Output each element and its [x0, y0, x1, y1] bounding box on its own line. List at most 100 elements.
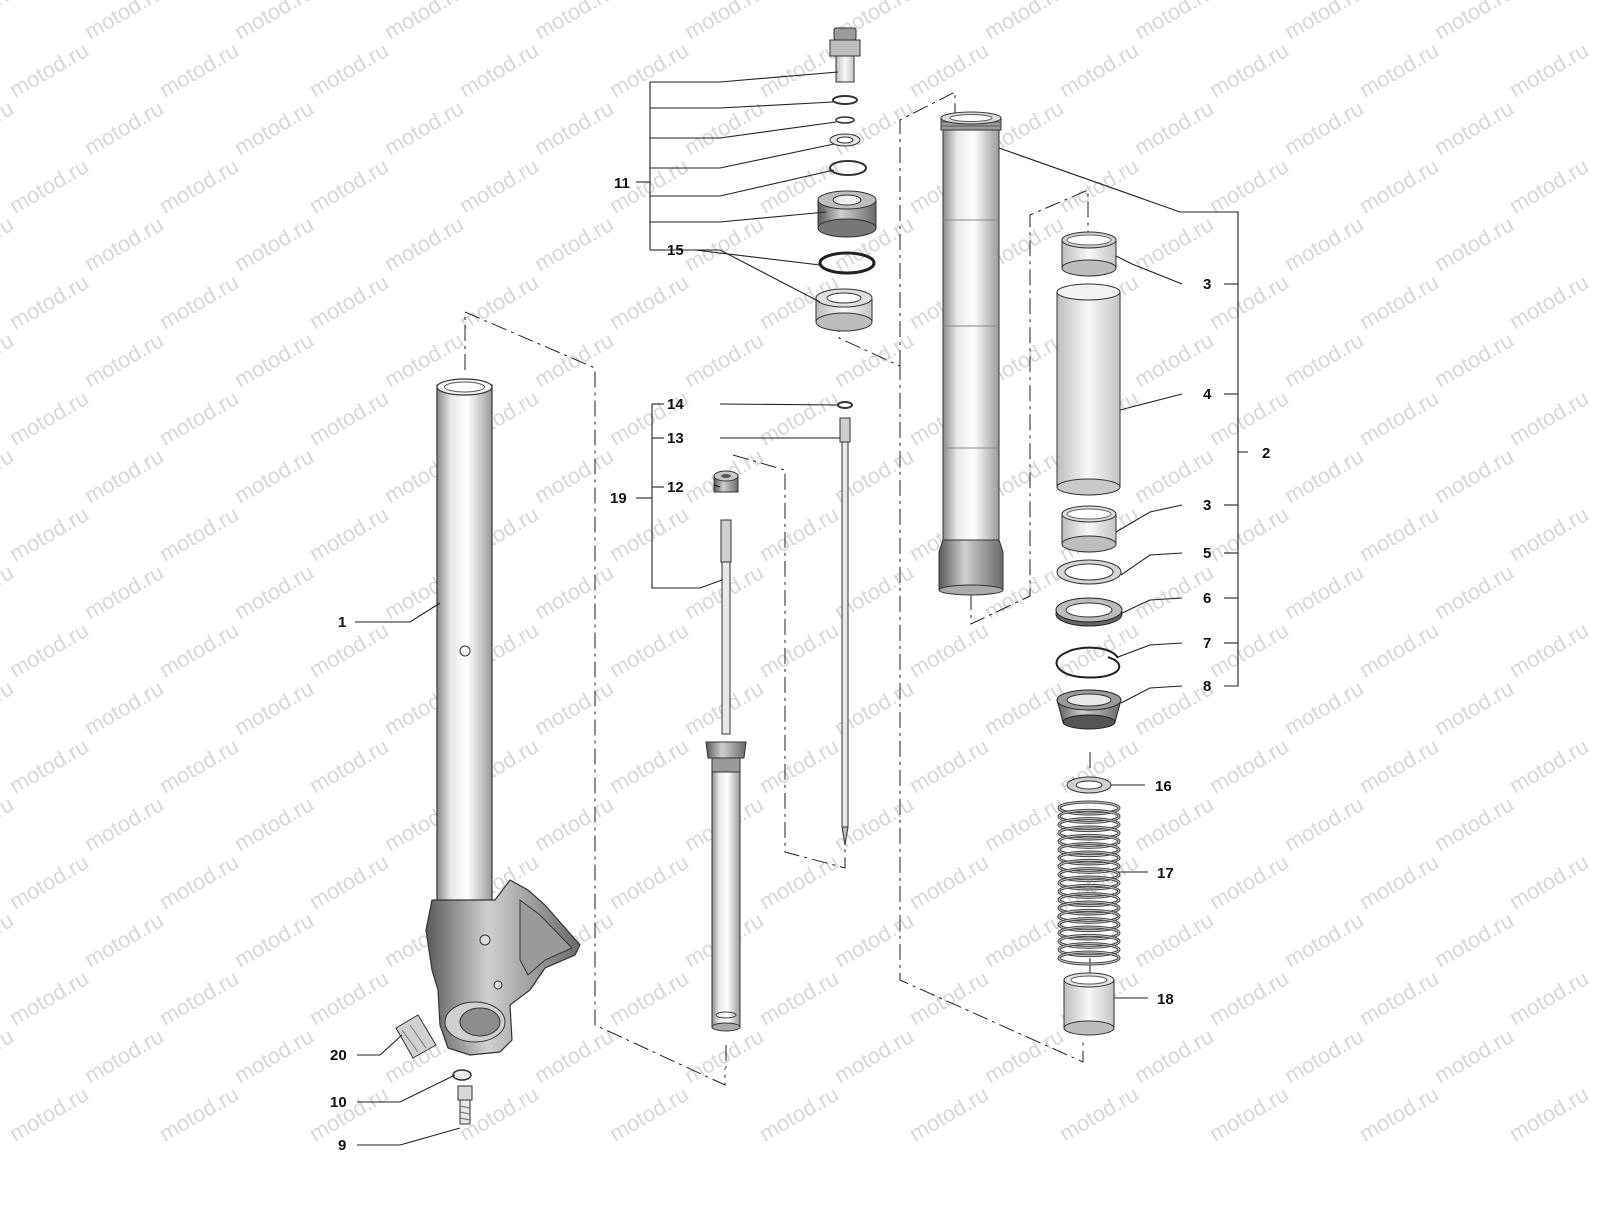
- watermark-text: motod.ru: [155, 385, 243, 450]
- part-8-dust-seal: [1056, 689, 1122, 730]
- watermark-text: motod.ru: [230, 211, 318, 276]
- label-16: 16: [1155, 778, 1172, 795]
- watermark-text: motod.ru: [305, 269, 393, 334]
- watermark-text: motod.ru: [530, 443, 618, 508]
- part-11-cap-assembly: [817, 27, 877, 238]
- watermark-text: motod.ru: [1505, 617, 1593, 682]
- watermark-text: motod.ru: [1130, 791, 1218, 856]
- watermark-text: motod.ru: [455, 37, 543, 102]
- watermark-text: motod.ru: [230, 675, 318, 740]
- watermark-text: motod.ru: [755, 965, 843, 1030]
- watermark-text: motod.ru: [1280, 95, 1368, 160]
- watermark-text: motod.ru: [80, 559, 168, 624]
- watermark-text: motod.ru: [755, 385, 843, 450]
- assembly-guide-lines: [464, 91, 1091, 1086]
- part-2-outer-tube: [938, 111, 1004, 596]
- watermark-text: motod.ru: [830, 327, 918, 392]
- spring-coil-highlight: [1058, 801, 1120, 815]
- part-3-lower-bushing: [1061, 505, 1117, 553]
- watermark-text: motod.ru: [755, 849, 843, 914]
- watermark-text: motod.ru: [305, 37, 393, 102]
- watermark-text: motod.ru: [1055, 37, 1143, 102]
- label-14: 14: [667, 396, 684, 413]
- watermark-text: motod.ru: [1430, 327, 1518, 392]
- watermark-text: motod.ru: [755, 501, 843, 566]
- watermark-text: motod.ru: [1280, 791, 1368, 856]
- watermark-text: motod.ru: [5, 617, 93, 682]
- watermark-text: motod.ru: [755, 1081, 843, 1146]
- watermark-text: motod.ru: [1205, 37, 1293, 102]
- watermark-text: motod.ru: [1430, 443, 1518, 508]
- watermark-text: motod.ru: [1130, 1023, 1218, 1088]
- watermark-text: motod.ru: [905, 1081, 993, 1146]
- label-8: 8: [1203, 678, 1211, 695]
- part-19-cartridge: [705, 519, 747, 1032]
- watermark-text: motod.ru: [1505, 501, 1593, 566]
- watermark-text: motod.ru: [1430, 0, 1518, 44]
- watermark-text: motod.ru: [1430, 559, 1518, 624]
- watermark-text: motod.ru: [5, 269, 93, 334]
- watermark-text: motod.ru: [980, 0, 1068, 44]
- watermark-text: motod.ru: [1430, 791, 1518, 856]
- spring-coil-highlight: [1058, 926, 1120, 940]
- watermark-text: motod.ru: [1505, 269, 1593, 334]
- watermark-text: motod.ru: [605, 617, 693, 682]
- part-10-washer: [452, 1069, 472, 1081]
- spring-coil-highlight: [1058, 834, 1120, 848]
- watermark-text: motod.ru: [1355, 849, 1443, 914]
- spring-coil-highlight: [1058, 909, 1120, 923]
- watermark-text: motod.ru: [605, 733, 693, 798]
- watermark-text: motod.ru: [905, 733, 993, 798]
- watermark-text: motod.ru: [5, 385, 93, 450]
- watermark-text: motod.ru: [530, 675, 618, 740]
- part-7-retaining-clip: [1055, 646, 1121, 679]
- watermark-text: motod.ru: [155, 849, 243, 914]
- watermark-text: motod.ru: [530, 1023, 618, 1088]
- watermark-text: motod.ru: [1280, 211, 1368, 276]
- watermark-text: motod.ru: [1280, 443, 1368, 508]
- watermark-text: motod.ru: [1205, 733, 1293, 798]
- watermark-text: motod.ru: [155, 965, 243, 1030]
- watermark-text: motod.ru: [980, 907, 1068, 972]
- watermark-text: motod.ru: [155, 153, 243, 218]
- watermark-text: motod.ru: [1355, 385, 1443, 450]
- watermark-text: motod.ru: [5, 733, 93, 798]
- watermark-text: motod.ru: [1055, 153, 1143, 218]
- spring-coil-highlight: [1058, 818, 1120, 832]
- watermark-text: motod.ru: [1130, 211, 1218, 276]
- watermark-text: motod.ru: [1355, 617, 1443, 682]
- watermark-text: motod.ru: [1430, 95, 1518, 160]
- watermark-text: motod.ru: [5, 965, 93, 1030]
- watermark-text: motod.ru: [905, 617, 993, 682]
- watermark-text: motod.ru: [605, 269, 693, 334]
- watermark-text: motod.ru: [680, 211, 768, 276]
- spring-coil-highlight: [1058, 884, 1120, 898]
- label-9: 9: [338, 1137, 346, 1154]
- watermark-text: motod.ru: [80, 1023, 168, 1088]
- label-19: 19: [610, 490, 627, 507]
- spring-coil-highlight: [1058, 901, 1120, 915]
- watermark-text: motod.ru: [0, 559, 18, 624]
- watermark-text: motod.ru: [305, 965, 393, 1030]
- watermark-text: motod.ru: [1355, 965, 1443, 1030]
- watermark-text: motod.ru: [1130, 907, 1218, 972]
- watermark-text: motod.ru: [1355, 1081, 1443, 1146]
- label-12: 12: [667, 479, 684, 496]
- watermark-text: motod.ru: [905, 37, 993, 102]
- watermark-text: motod.ru: [1505, 153, 1593, 218]
- part-11-bushing: [815, 288, 873, 332]
- watermark-text: motod.ru: [230, 443, 318, 508]
- watermark-text: motod.ru: [755, 617, 843, 682]
- watermark-text: motod.ru: [230, 95, 318, 160]
- watermark-text: motod.ru: [305, 501, 393, 566]
- label-7: 7: [1203, 635, 1211, 652]
- watermark-text: motod.ru: [1505, 965, 1593, 1030]
- watermark-text: motod.ru: [230, 327, 318, 392]
- label-20: 20: [330, 1047, 347, 1064]
- part-3-upper-bushing: [1061, 231, 1117, 277]
- part-12-nut: [713, 470, 739, 493]
- watermark-text: motod.ru: [1430, 1023, 1518, 1088]
- watermark-text: motod.ru: [0, 791, 18, 856]
- spring-coil-highlight: [1058, 851, 1120, 865]
